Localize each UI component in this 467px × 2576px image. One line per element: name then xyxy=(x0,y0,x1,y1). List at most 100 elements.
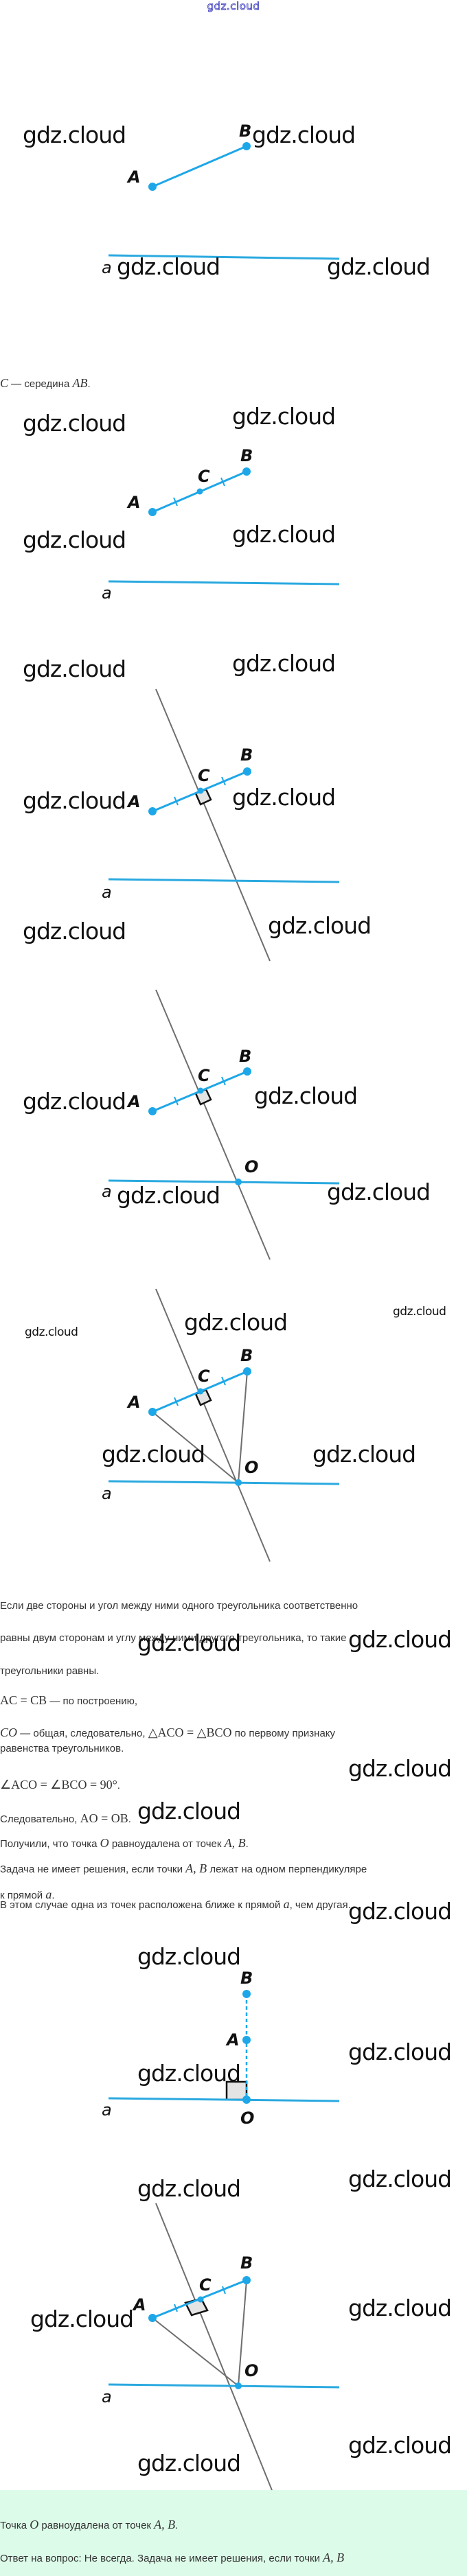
watermark: gdz.cloud xyxy=(23,410,126,437)
point-a xyxy=(148,1408,157,1416)
label-b: B xyxy=(240,446,253,465)
watermark: gdz.cloud xyxy=(23,918,126,944)
point-b xyxy=(242,2276,251,2284)
answer-box: Точка O равноудалена от точек A, B. Отве… xyxy=(0,2490,467,2576)
watermark: gdz.cloud xyxy=(348,2432,452,2459)
theorem-line-2: равны двум сторонам и углу между ними др… xyxy=(0,1632,347,1644)
tick-cb xyxy=(220,477,225,487)
label-o: O xyxy=(244,1458,258,1477)
segment-bo xyxy=(238,2279,247,2387)
midpoint-text: C — середина AB. xyxy=(0,376,91,390)
perpendicular-line xyxy=(155,688,271,962)
watermark: gdz.cloud xyxy=(348,2039,452,2065)
label-b: B xyxy=(239,121,251,141)
label-b: B xyxy=(240,2253,253,2273)
segment-ao xyxy=(152,1411,239,1483)
label-a: A xyxy=(126,792,141,811)
watermark: gdz.cloud xyxy=(232,650,336,677)
point-c xyxy=(197,1087,204,1094)
point-b xyxy=(243,1367,251,1376)
watermark: gdz.cloud xyxy=(23,121,126,148)
perpendicular-line xyxy=(155,1288,271,1562)
label-line-a: a xyxy=(102,1484,112,1503)
label-line-a: a xyxy=(102,583,112,603)
watermark: gdz.cloud xyxy=(232,403,336,430)
label-o: O xyxy=(244,1157,258,1176)
watermark: gdz.cloud xyxy=(23,526,126,553)
watermark: gdz.cloud xyxy=(137,2450,241,2476)
tick-ac xyxy=(174,1096,179,1106)
got-line: Получили, что точка O равноудалена от то… xyxy=(0,1836,249,1850)
watermark: gdz.cloud xyxy=(137,1798,241,1824)
point-a xyxy=(148,1107,157,1115)
line-a xyxy=(108,254,340,260)
label-c: C xyxy=(198,467,210,486)
line-a xyxy=(108,1179,340,1185)
label-a: A xyxy=(126,1393,141,1412)
watermark: gdz.cloud xyxy=(268,912,372,939)
site-link[interactable]: gdz.cloud xyxy=(207,0,260,12)
watermark: gdz.cloud xyxy=(137,2060,241,2087)
label-c: C xyxy=(198,766,210,785)
angles-line: ∠ACO = ∠BCO = 90°. xyxy=(0,1778,120,1791)
point-c xyxy=(197,2296,204,2303)
perpendicular-line xyxy=(155,989,271,1260)
watermark: gdz.cloud xyxy=(348,2295,452,2321)
point-c xyxy=(197,1388,204,1395)
watermark: gdz.cloud xyxy=(393,1305,446,1319)
label-o: O xyxy=(244,2361,258,2380)
label-c: C xyxy=(199,2275,212,2295)
point-a xyxy=(148,807,157,815)
answer-line-2: Ответ на вопрос: Не всегда. Задача не им… xyxy=(0,2551,345,2564)
co-line: CO — общая, следовательно, △ACO = △BCO п… xyxy=(0,1726,336,1739)
tick-cb xyxy=(222,2286,226,2295)
label-a: A xyxy=(225,2030,240,2050)
label-line-a: a xyxy=(102,2100,112,2120)
point-o xyxy=(235,1179,242,1185)
segment-bo xyxy=(238,1371,248,1483)
label-line-a: a xyxy=(102,883,112,902)
theorem-line-1: Если две стороны и угол между ними одног… xyxy=(0,1600,358,1612)
line-a xyxy=(108,878,340,883)
watermark: gdz.cloud xyxy=(23,787,126,814)
label-b: B xyxy=(240,1969,253,1988)
watermark: gdz.cloud xyxy=(102,1441,205,1467)
watermark: gdz.cloud xyxy=(232,521,336,548)
point-o xyxy=(242,2096,251,2104)
label-b: B xyxy=(239,1047,251,1066)
perpendicular-line xyxy=(155,2203,273,2491)
label-b: B xyxy=(240,745,253,765)
watermark: gdz.cloud xyxy=(348,1898,452,1925)
tick-ac xyxy=(174,1397,179,1406)
watermark: gdz.cloud xyxy=(137,2175,241,2202)
watermark: gdz.cloud xyxy=(117,1182,220,1209)
label-c: C xyxy=(198,1066,210,1085)
line-a xyxy=(108,2383,340,2389)
watermark: gdz.cloud xyxy=(137,1943,241,1970)
line-a xyxy=(108,2097,340,2102)
ac-cb-line: AC = CB — по построению, xyxy=(0,1693,138,1707)
segment-ab xyxy=(152,145,247,188)
watermark: gdz.cloud xyxy=(23,1088,126,1115)
segment-ao xyxy=(152,2317,239,2387)
no-solution-line: Задача не имеет решения, если точки A, B… xyxy=(0,1861,367,1875)
point-b xyxy=(242,1990,251,1998)
label-a: A xyxy=(132,2295,146,2314)
point-a xyxy=(148,183,157,191)
watermark: gdz.cloud xyxy=(23,655,126,682)
label-a: A xyxy=(126,167,141,187)
point-o xyxy=(235,1479,242,1486)
point-b xyxy=(242,467,251,476)
watermark: gdz.cloud xyxy=(348,1755,452,1782)
watermark: gdz.cloud xyxy=(348,1626,452,1653)
answer-line-1: Точка O равноудалена от точек A, B. xyxy=(0,2518,179,2531)
label-c: C xyxy=(198,1367,210,1386)
label-line-a: a xyxy=(102,1182,112,1201)
line-a xyxy=(108,1480,340,1485)
